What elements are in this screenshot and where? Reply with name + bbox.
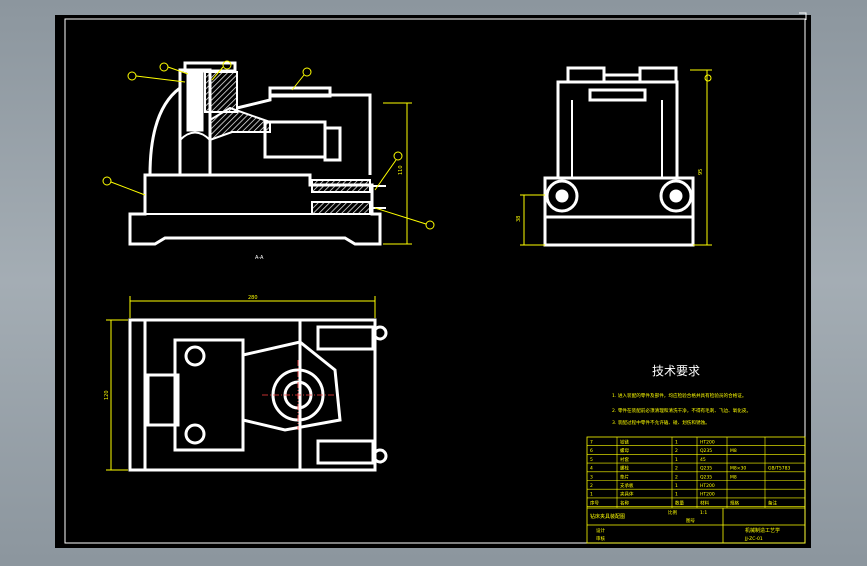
parts-cell-std: M8×30 — [730, 466, 746, 472]
top-nut-2 — [372, 448, 388, 464]
top-dimensions — [106, 296, 376, 471]
parts-cell-no: 2 — [590, 483, 593, 489]
drawing-code: JJ-ZC-01 — [744, 536, 763, 542]
parts-cell-no: 6 — [590, 448, 593, 454]
top-hole-1 — [184, 345, 206, 367]
dim-side-height: 95 — [698, 169, 704, 175]
parts-cell-material: 材料 — [700, 499, 709, 506]
parts-cell-no: 7 — [590, 440, 593, 446]
dim-overall-width: 280 — [248, 295, 258, 301]
sheet-label: 图号 — [686, 518, 695, 524]
side-body — [556, 80, 679, 178]
parts-cell-name: 夹具体 — [620, 491, 634, 498]
side-inner-rib — [588, 88, 647, 102]
parts-cell-no: 5 — [590, 457, 593, 463]
parts-cell-no: 4 — [590, 466, 593, 472]
bolt-upper — [311, 179, 371, 193]
parts-cell-note: 备注 — [768, 499, 777, 506]
school-name: 机械制造工艺学 — [745, 527, 780, 534]
parts-cell-name: 垫片 — [620, 473, 629, 480]
title-block — [586, 436, 806, 544]
side-wheel-left — [545, 179, 579, 213]
drawing-sheet — [55, 15, 811, 548]
side-view — [543, 66, 695, 247]
front-section-view — [128, 61, 386, 246]
side-mid — [543, 176, 695, 219]
balloons-front — [102, 60, 435, 230]
drawing-name: 钻床夹具装配图 — [590, 513, 625, 520]
section-label: A-A — [255, 255, 264, 261]
parts-cell-no: 3 — [590, 474, 593, 480]
parts-cell-material: Q235 — [700, 474, 712, 480]
parts-cell-qty: 1 — [675, 483, 678, 489]
tech-item-3: 3. 装配过程中零件不允许磕、碰、划伤和锈蚀。 — [612, 419, 710, 426]
front-dimension — [383, 102, 412, 245]
top-right-tab-down — [316, 439, 375, 465]
top-centerlines — [262, 360, 336, 430]
top-view — [128, 318, 388, 472]
top-left-slot — [146, 373, 180, 427]
parts-cell-material: HT200 — [700, 483, 715, 489]
parts-cell-qty: 2 — [675, 448, 678, 454]
drawing-frame — [64, 18, 806, 544]
column-bolt — [186, 68, 204, 132]
parts-cell-qty: 1 — [675, 440, 678, 446]
scale-label: 比例 — [668, 509, 677, 516]
tech-item-1: 1. 进入装配的零件及部件，均应检验合格并具有检验员的合格证。 — [612, 392, 746, 399]
parts-cell-qty: 2 — [675, 466, 678, 472]
parts-cell-std: 规格 — [730, 499, 739, 506]
parts-cell-qty: 数量 — [675, 499, 684, 506]
top-arm — [242, 340, 342, 432]
parts-cell-material: 45 — [700, 457, 706, 463]
parts-cell-name: 螺栓 — [620, 465, 629, 472]
side-wheel-right — [659, 179, 693, 213]
hatched-top — [204, 71, 238, 113]
top-cap — [183, 61, 237, 73]
parts-cell-std: M8 — [730, 474, 737, 480]
top-hole-2 — [184, 423, 206, 445]
top-rib — [268, 86, 332, 98]
top-left-block — [173, 338, 245, 452]
parts-cell-no: 序号 — [590, 499, 599, 506]
tech-item-2: 2. 零件在装配前必须清理和清洗干净，不得有毛刺、飞边、氧化皮。 — [612, 407, 751, 414]
dim-front-height: 110 — [398, 165, 404, 175]
parts-cell-material: HT200 — [700, 440, 715, 446]
parts-cell-no: 1 — [590, 492, 593, 498]
parts-cell-name: 螺母 — [620, 447, 629, 454]
parts-cell-name: 支承板 — [620, 482, 634, 489]
corner-mark — [799, 12, 807, 20]
parts-cell-material: HT200 — [700, 492, 715, 498]
designer-label: 设计 — [596, 527, 605, 534]
parts-cell-std: M8 — [730, 448, 737, 454]
dim-side-low: 38 — [516, 216, 522, 222]
parts-cell-name: 铰链 — [620, 439, 629, 446]
parts-cell-note: GB/T5783 — [768, 466, 790, 472]
top-left-flange — [128, 318, 147, 472]
top-nut-1 — [372, 325, 388, 341]
parts-cell-name: 名称 — [620, 499, 629, 506]
dim-overall-depth: 120 — [104, 390, 110, 400]
top-right-tab-up — [316, 325, 375, 351]
parts-cell-qty: 2 — [675, 474, 678, 480]
bushing-side — [323, 126, 342, 162]
tech-title: 技术要求 — [652, 364, 700, 378]
parts-cell-qty: 1 — [675, 492, 678, 498]
bolt-lower — [311, 201, 371, 215]
parts-cell-material: Q235 — [700, 448, 712, 454]
parts-cell-name: 衬套 — [620, 456, 629, 463]
checker-label: 审核 — [596, 535, 605, 542]
parts-cell-material: Q235 — [700, 466, 712, 472]
scale-value: 1:1 — [700, 510, 707, 516]
side-dimension — [520, 69, 712, 246]
parts-cell-qty: 1 — [675, 457, 678, 463]
